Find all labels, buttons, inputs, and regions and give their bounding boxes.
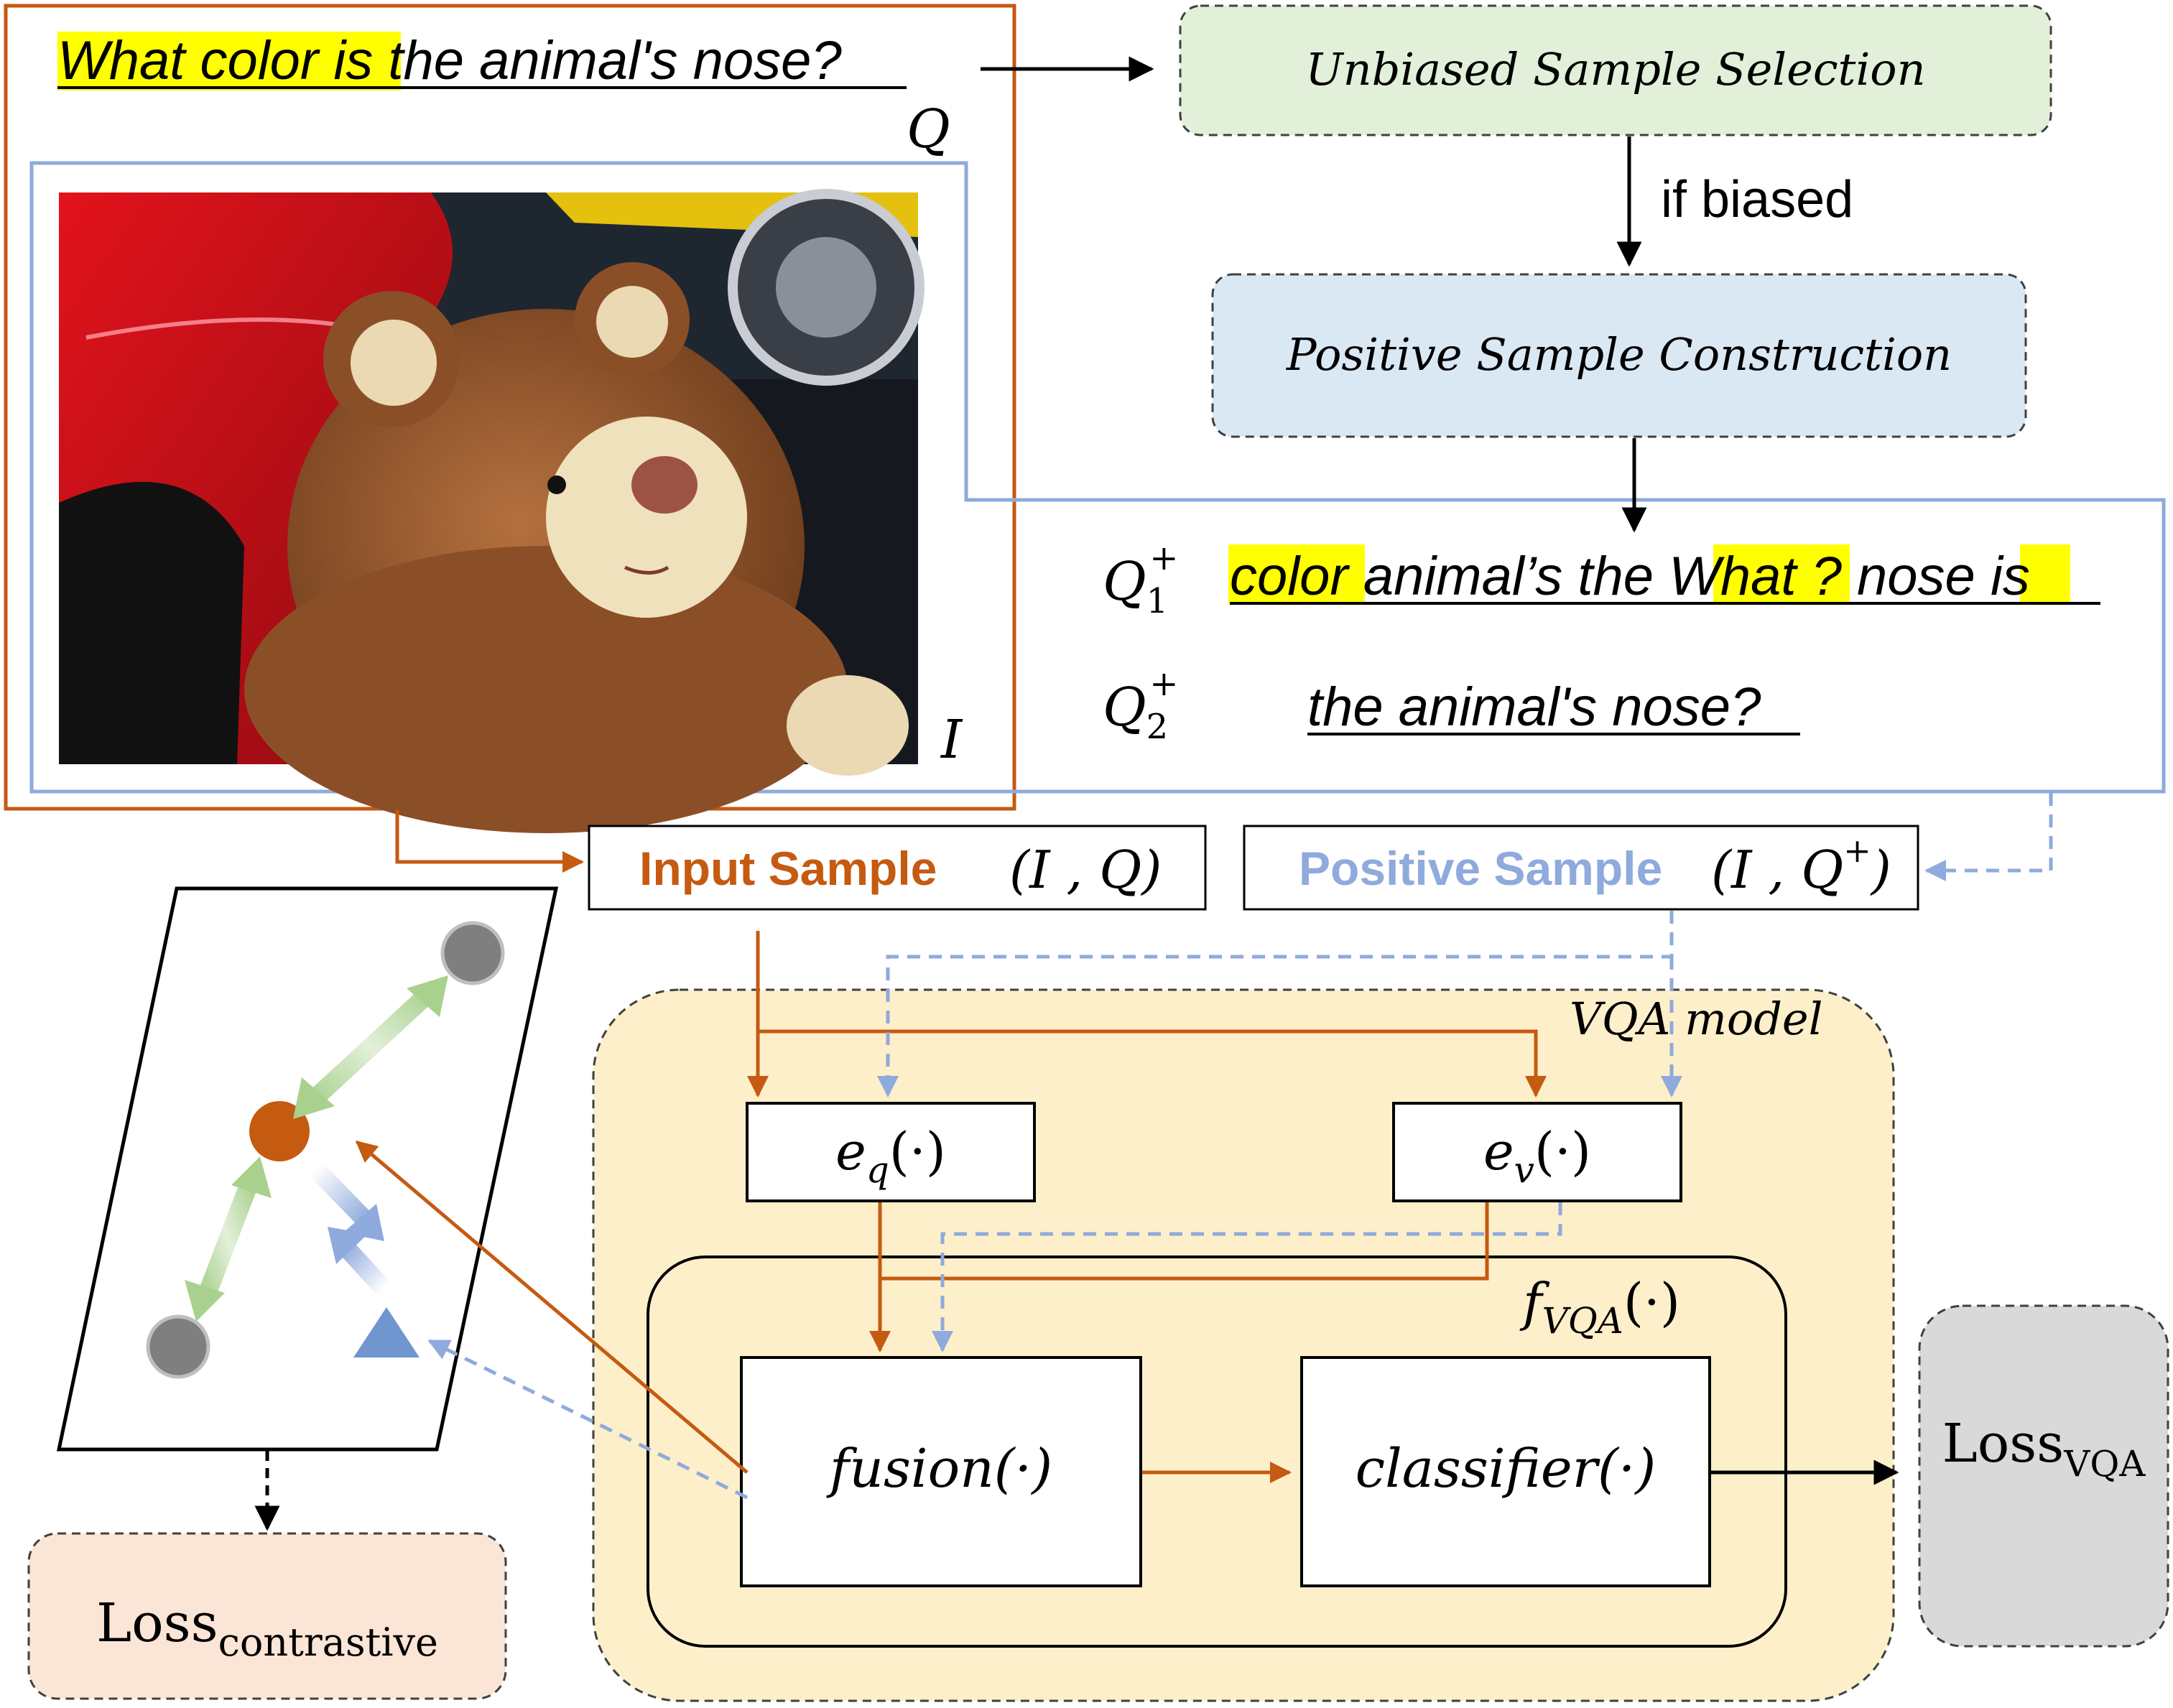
attract-arrow-up — [328, 1227, 391, 1296]
if-biased-label: if biased — [1661, 171, 1853, 228]
question-highlight — [57, 32, 401, 90]
embedding-space — [56, 886, 559, 1452]
q1-plus-text: color animal’s the What ? nose is — [1228, 544, 2100, 607]
fusion-to-anchor-arrow — [355, 1141, 749, 1474]
loss-vqa-box — [1918, 1304, 2169, 1648]
fusion-label: fusion(·) — [826, 1438, 1052, 1500]
loss-contrastive-box — [27, 1532, 507, 1700]
image-symbol: I — [940, 709, 963, 771]
q2-plus-label: Q2+ — [1103, 664, 1178, 747]
image-positive-frame — [29, 161, 2166, 794]
teddy-bear-photo-icon — [59, 189, 925, 833]
fvqa-label: fVQA(·) — [1519, 1272, 1680, 1342]
question-symbol: Q — [907, 98, 950, 160]
classifier-box — [1300, 1356, 1711, 1587]
positive-to-encoders-arrow — [877, 911, 1674, 1097]
q1-highlighted-word: What — [1669, 546, 1798, 607]
q2-plus-text: the animal's nose? — [1307, 677, 1761, 738]
repel-arrow-bottom — [185, 1156, 272, 1322]
classifier-label: classifier(·) — [1356, 1438, 1657, 1500]
negative-sample-dot-bottom — [146, 1314, 210, 1379]
q1-plus-label: Q1+ — [1103, 538, 1178, 621]
unbiased-selection-box — [1179, 4, 2052, 136]
question-text: What color is the animal's nose? — [57, 30, 842, 91]
ev-to-fusion-arrow — [880, 1202, 1489, 1281]
negative-sample-dot-top — [440, 921, 505, 985]
positive-sample-box — [1243, 825, 1919, 911]
input-sample-box — [588, 825, 1207, 911]
frame-to-positive-arrow — [1924, 793, 2053, 881]
visual-encoder-box — [1392, 1102, 1682, 1202]
vqa-model-title: VQA model — [1570, 993, 1822, 1045]
q1-word: animal’s the — [1348, 546, 1669, 607]
q1-word: ? nose — [1797, 546, 1991, 607]
q1-highlighted-word: is — [1991, 546, 2030, 607]
frame-to-input-arrow — [395, 810, 584, 873]
fusion-to-positive-arrow — [427, 1339, 749, 1500]
loss-contrastive-label: Losscontrastive — [96, 1592, 438, 1665]
positive-sample-text: Positive Sample — [1299, 842, 1662, 895]
fusion-box — [740, 1356, 1142, 1587]
loss-vqa-label: LossVQA — [1942, 1413, 2146, 1485]
q1-highlighted-word: color — [1230, 546, 1350, 607]
positive-sample-triangle — [353, 1307, 420, 1357]
question-encoder-label: eq(·) — [835, 1121, 946, 1191]
positive-construction-box — [1211, 273, 2027, 438]
positive-sample-math: (I , Q+) — [1711, 831, 1891, 900]
visual-encoder-label: ev(·) — [1483, 1121, 1591, 1191]
question-encoder-box — [746, 1102, 1036, 1202]
positive-construction-label: Positive Sample Construction — [1286, 328, 1952, 381]
svg-text:color animal’s the What ? nose: color animal’s the What ? nose is — [1230, 546, 2030, 607]
input-to-encoders-arrow — [756, 931, 1547, 1097]
input-sample-math: (I , Q) — [1009, 840, 1162, 900]
input-sample-text: Input Sample — [639, 842, 937, 895]
repel-arrow-top — [293, 975, 448, 1119]
unbiased-selection-label: Unbiased Sample Selection — [1305, 43, 1925, 96]
